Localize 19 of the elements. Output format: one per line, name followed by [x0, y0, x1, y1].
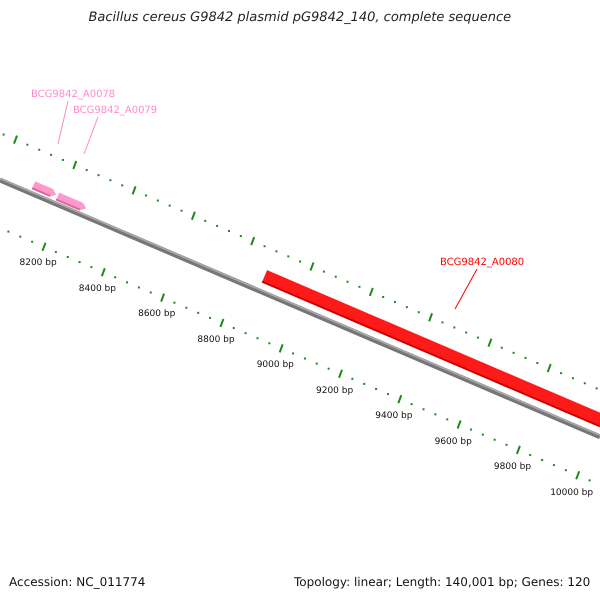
leader-line [58, 100, 68, 144]
tick-label: 8200 bp [20, 259, 57, 268]
summary-text: Topology: linear; Length: 140,001 bp; Genes: 120 [294, 576, 590, 588]
tick-label: 8400 bp [78, 284, 116, 294]
gene-label: BCG9842_A0080 [440, 257, 524, 268]
gene-label: BCG9842_A0078 [31, 89, 116, 100]
tick-label: 8800 bp [197, 336, 235, 344]
tick-label: 9800 bp [494, 463, 532, 472]
tick-label: 9000 bp [256, 361, 294, 370]
tick-label: 8600 bp [138, 310, 176, 319]
title: Bacillus cereus G9842 plasmid pG9842_140, complete sequence [88, 11, 512, 24]
leader-line [84, 116, 98, 154]
accession-text: Accession: NC_011774 [9, 576, 146, 588]
tick-label: 9200 bp [316, 386, 354, 396]
tick-label: 10000 bp [550, 488, 594, 498]
tick-label: 9600 bp [434, 438, 472, 446]
gene-label: BCG9842_A0079 [73, 105, 158, 116]
leader-line [454, 268, 478, 310]
tick-label: 9400 bp [375, 412, 412, 421]
